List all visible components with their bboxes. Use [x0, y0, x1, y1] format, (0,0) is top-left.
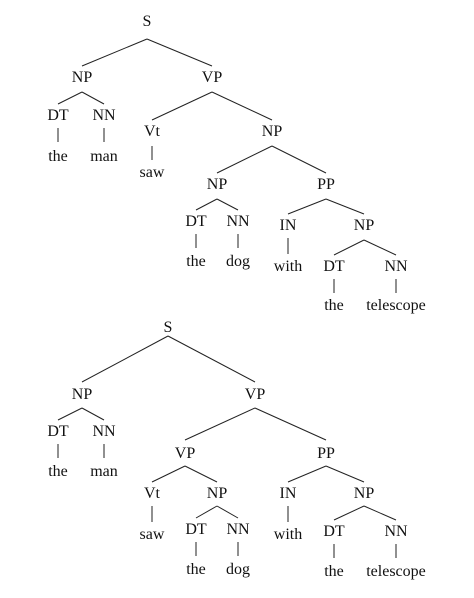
tree-1-node-nn: NN	[92, 107, 116, 124]
tree-1-word-saw: saw	[140, 164, 165, 181]
tree-1-word-with: with	[274, 258, 302, 275]
tree-2-node-nn-dog: NN	[226, 521, 250, 538]
tree-1-node-dt-tel: DT	[323, 258, 345, 275]
tree-2-node-vp: VP	[245, 386, 266, 403]
edge	[57, 91, 83, 105]
tree-2-node-dt: DT	[47, 423, 69, 440]
tree-1-node-s: S	[143, 13, 152, 30]
tree-2-node-nn: NN	[92, 423, 116, 440]
tree-2-node-pp: PP	[317, 445, 335, 462]
tree-2-node-s: S	[164, 319, 173, 336]
tree-1-node-vt: Vt	[144, 123, 161, 140]
tree-1-node-np-object: NP	[262, 123, 283, 140]
edge	[287, 465, 327, 483]
tree-1-node-np: NP	[72, 69, 93, 86]
tree-1-node-np-tel: NP	[354, 217, 375, 234]
edge	[333, 505, 365, 521]
tree-1-node-np-dog: NP	[207, 176, 228, 193]
tree-1-word-the: the	[48, 148, 68, 165]
edge	[184, 465, 218, 483]
tree-1-word-the-2: the	[186, 253, 206, 270]
tree-1-node-nn-dog: NN	[226, 213, 250, 230]
edge	[184, 407, 256, 441]
tree-1-node-vp: VP	[202, 69, 223, 86]
edge	[333, 239, 365, 256]
tree-2-word-saw: saw	[140, 526, 165, 543]
tree-2-labels: S NP VP DT NN the man VP PP Vt saw NP DT…	[47, 319, 425, 580]
tree-2-word-the-2: the	[186, 561, 206, 578]
tree-2-node-np-dog: NP	[207, 485, 228, 502]
tree-1-edges	[57, 38, 397, 293]
tree-1-node-in: IN	[280, 217, 297, 234]
edge	[81, 407, 105, 421]
tree-2-node-nn-tel: NN	[384, 523, 408, 540]
edge	[195, 198, 218, 211]
tree-1-word-telescope: telescope	[366, 297, 426, 314]
tree-2-node-vp-inner: VP	[175, 445, 196, 462]
tree-2-word-dog: dog	[226, 561, 250, 578]
tree-1-node-dt-dog: DT	[185, 213, 207, 230]
edge	[57, 407, 83, 421]
edge	[363, 505, 397, 521]
edge	[195, 505, 218, 519]
edge	[81, 91, 105, 105]
tree-1-word-man: man	[90, 148, 118, 165]
edge	[216, 505, 239, 519]
edge	[81, 38, 148, 67]
tree-2-node-dt-dog: DT	[185, 521, 207, 538]
edge	[363, 239, 397, 256]
edge	[216, 145, 273, 174]
tree-2-node-vt: Vt	[144, 485, 161, 502]
tree-2-word-the-3: the	[324, 563, 344, 580]
parse-tree-2: S NP VP DT NN the man VP PP Vt saw NP DT…	[47, 319, 425, 580]
edge	[151, 91, 213, 121]
tree-1-labels: S NP VP DT NN the man Vt saw NP NP PP DT…	[47, 13, 425, 314]
tree-2-word-telescope: telescope	[366, 563, 426, 580]
edge	[216, 198, 239, 211]
edge	[271, 145, 327, 174]
edge	[254, 407, 327, 441]
tree-1-word-the-3: the	[324, 297, 344, 314]
tree-2-edges	[57, 335, 397, 558]
tree-1-node-pp: PP	[317, 176, 335, 193]
edge	[211, 91, 273, 121]
tree-1-node-nn-tel: NN	[384, 258, 408, 275]
tree-2-node-np: NP	[72, 386, 93, 403]
edge	[151, 465, 186, 483]
tree-2-node-dt-tel: DT	[323, 523, 345, 540]
edge	[325, 198, 365, 215]
tree-2-word-the: the	[48, 463, 68, 480]
tree-1-word-dog: dog	[226, 253, 250, 270]
tree-2-word-man: man	[90, 463, 118, 480]
tree-2-word-with: with	[274, 526, 302, 543]
parse-tree-1: S NP VP DT NN the man Vt saw NP NP PP DT…	[47, 13, 425, 314]
edge	[287, 198, 327, 215]
edge	[167, 335, 256, 383]
tree-1-node-dt: DT	[47, 107, 69, 124]
edge	[325, 465, 365, 483]
edge	[81, 335, 169, 383]
edge	[146, 38, 213, 67]
tree-2-node-in: IN	[280, 485, 297, 502]
tree-2-node-np-tel: NP	[354, 485, 375, 502]
